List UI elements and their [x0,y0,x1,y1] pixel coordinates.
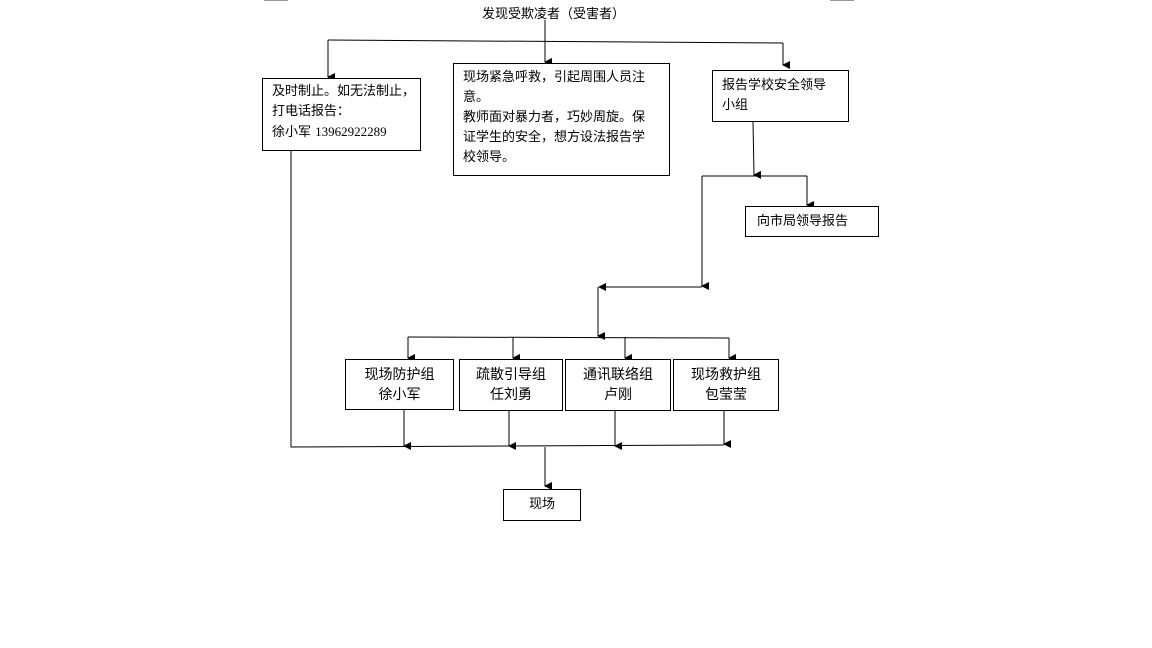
report-school-line-1: 报告学校安全领导 [722,78,827,93]
call-help-line-2: 意。 [463,90,490,105]
connector-top-branch [327,39,784,44]
group-name: 现场防护组 [364,367,435,383]
report-city-label: 向市局领导报告 [757,214,849,229]
report-school-line-2: 小组 [722,98,749,113]
group-box-protection: 现场防护组 徐小军 [345,359,454,410]
group-leader: 任刘勇 [490,387,532,403]
emergency-call-box: 现场紧急呼救，引起周围人员注 意。 教师面对暴力者，巧妙周旋。保 证学生的安全，… [453,63,670,176]
call-help-line-1: 现场紧急呼救，引起周围人员注 [463,70,646,85]
group-name: 通讯联络组 [583,367,653,383]
call-help-line-4: 证学生的安全，想方设法报告学 [463,130,646,145]
connector-bottom-merge [290,444,725,448]
connector-groups-branch [407,336,730,339]
arrow-school-down [752,121,762,179]
stop-box-line-1: 及时制止。如无法制止， [272,84,416,99]
group-leader: 徐小军 [378,387,421,403]
diagram-title: 发现受欺凌者（受害者） [482,7,626,22]
scene-box: 现场 [503,489,581,521]
contact-name: 徐小军 [272,125,312,140]
group-box-communication: 通讯联络组 卢刚 [565,359,671,411]
group-leader: 包莹莹 [705,387,747,403]
group-box-rescue: 现场救护组 包莹莹 [673,359,779,411]
page-corner-mark-left [264,0,288,1]
stop-box-line-2: 打电话报告： [272,104,351,119]
stop-box-contact: 徐小军 13962922289 [272,122,420,143]
group-box-evacuation: 疏散引导组 任刘勇 [459,359,563,411]
group-name: 疏散引导组 [476,367,546,383]
contact-phone: 13962922289 [315,124,387,139]
report-school-box: 报告学校安全领导 小组 [712,70,849,122]
call-help-line-3: 教师面对暴力者，巧妙周旋。保 [463,110,646,125]
page-corner-mark-right [830,0,854,1]
report-city-box: 向市局领导报告 [745,206,879,237]
scene-label: 现场 [528,497,555,512]
call-help-line-5: 校领导。 [463,150,516,165]
stop-bullying-box: 及时制止。如无法制止， 打电话报告： 徐小军 13962922289 [262,78,421,151]
group-name: 现场救护组 [691,367,761,383]
group-leader: 卢刚 [604,387,632,403]
